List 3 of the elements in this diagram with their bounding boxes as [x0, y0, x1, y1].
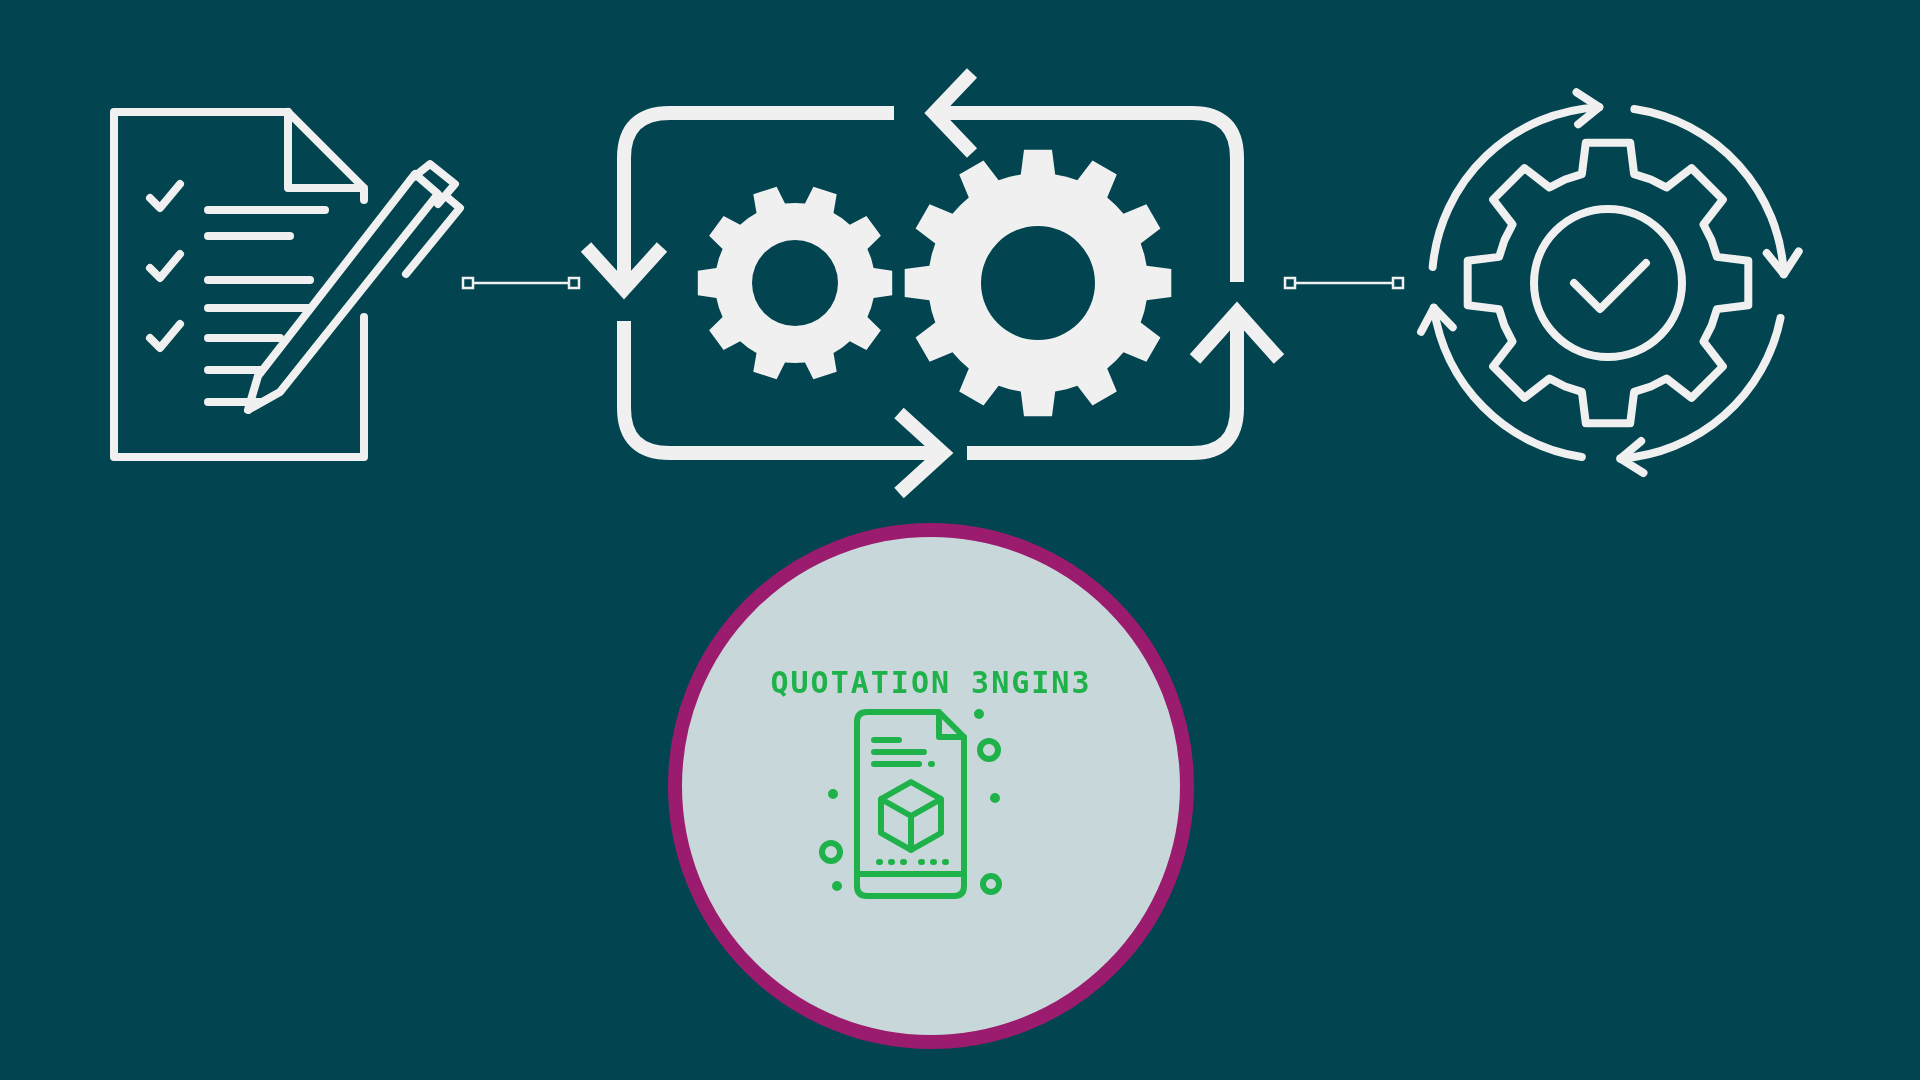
- connector-line: [461, 276, 581, 290]
- circle-title: QUOTATION 3NGIN3: [769, 665, 1093, 700]
- connector-line: [1283, 276, 1405, 290]
